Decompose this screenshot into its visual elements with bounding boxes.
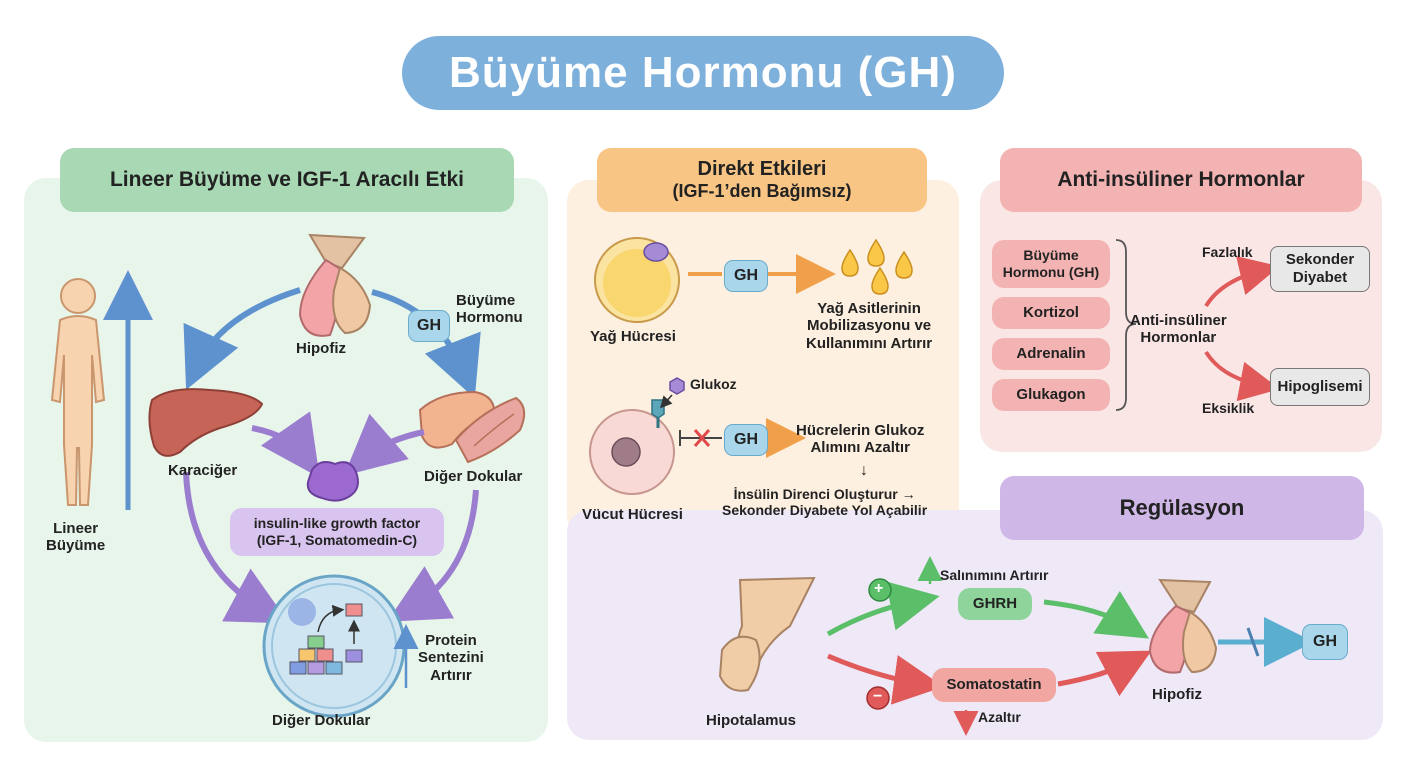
pituitary-label: Hipofiz — [296, 340, 346, 357]
tissues-to-cell-arrow — [387, 489, 479, 622]
insulin-line1: İnsülin Direnci Oluşturur → — [733, 486, 916, 502]
igf-section-header: Lineer Büyüme ve IGF-1 Aracılı Etki — [60, 148, 514, 212]
ghrh-pill: GHRH — [958, 588, 1032, 620]
glucose-effect-label: Hücrelerin Glukoz Alımını Azaltır — [796, 422, 924, 457]
linear-line1: Lineer — [53, 520, 99, 537]
liver-label: Karaciğer — [168, 462, 238, 479]
glucose-label: Glukoz — [690, 376, 737, 392]
regulation-pituitary-label: Hipofiz — [1152, 686, 1202, 703]
deficiency-arrow — [1204, 350, 1280, 402]
fat-effect-line1: Yağ Asitlerinin — [817, 300, 921, 317]
protein-line1: Protein — [425, 632, 477, 649]
direct-effects-header: Direkt Etkileri (IGF-1’den Bağımsız) — [597, 148, 927, 212]
gh-inhibition-slash — [1246, 627, 1260, 657]
hormone-cortisol: Kortizol — [992, 297, 1110, 329]
somatostatin-to-pituitary-arrow — [1057, 650, 1152, 697]
linear-growth-label: Lineer Büyüme — [46, 520, 105, 555]
regulation-pituitary-icon — [1148, 578, 1218, 674]
down-arrow-glyph: ↓ — [860, 462, 868, 479]
plus-sign: + — [874, 580, 884, 597]
anti-insulin-header: Anti-insüliner Hormonlar — [1000, 148, 1362, 212]
excess-label: Fazlalık — [1202, 244, 1253, 260]
minus-circle-icon — [866, 686, 890, 710]
glucose-effect-line1: Hücrelerin Glukoz — [796, 422, 925, 439]
direct-effects-header-line2: (IGF-1’den Bağımsız) — [672, 181, 852, 202]
hypothalamus-icon — [718, 576, 816, 692]
plus-circle-icon — [868, 578, 892, 602]
excess-result-line2: Diyabet — [1292, 269, 1348, 286]
cell-other-tissues-label: Diğer Dokular — [272, 712, 371, 729]
fatty-acid-droplets-icon — [841, 238, 913, 295]
liver-icon — [148, 388, 264, 457]
protein-synthesis-cell-icon — [262, 574, 406, 718]
excess-result-line1: Sekonder — [1285, 251, 1355, 268]
glucose-icon — [669, 377, 685, 395]
main-title: Büyüme Hormonu (GH) — [402, 36, 1004, 110]
fat-effect-label: Yağ Asitlerinin Mobilizasyonu ve Kullanı… — [806, 300, 932, 352]
pituitary-icon — [298, 233, 372, 337]
body-cell-icon — [589, 399, 675, 495]
somatostatin-arrow — [827, 653, 944, 705]
glucose-entry-arrow — [659, 394, 673, 409]
fat-cell-icon — [594, 237, 680, 323]
igf-label: insulin-like growth factor (IGF-1, Somat… — [230, 508, 444, 556]
direct-effects-header-line1: Direkt Etkileri — [697, 158, 827, 181]
glucose-effect-line2: Alımını Azaltır — [810, 439, 910, 457]
human-body-icon — [50, 278, 106, 506]
hormones-brace — [1115, 239, 1137, 411]
gh-badge: GH — [408, 310, 450, 342]
anti-insulin-group-label: Anti-insüliner Hormonlar — [1130, 312, 1227, 347]
igf-line2: (IGF-1, Somatomedin-C) — [256, 532, 418, 548]
body-cell-label: Vücut Hücresi — [582, 506, 683, 523]
liver-to-igf-arrow — [251, 411, 320, 478]
somatostatin-pill: Somatostatin — [932, 668, 1056, 702]
fat-cell-label: Yağ Hücresi — [590, 328, 676, 345]
igf-molecule-icon — [306, 461, 359, 502]
insulin-line2: Sekonder Diyabete Yol Açabilir — [722, 502, 928, 519]
other-tissues-icon — [418, 390, 526, 464]
ghrh-to-pituitary-arrow — [1043, 590, 1149, 639]
decrease-label: Azaltır — [978, 709, 1021, 725]
secondary-diabetes-box: Sekonder Diyabet — [1270, 246, 1370, 292]
block-x-icon — [693, 429, 711, 447]
deficiency-label: Eksiklik — [1202, 400, 1255, 416]
fat-effect-line3: Kullanımını Artırır — [806, 334, 933, 352]
protein-synthesis-label: Protein Sentezini Artırır — [418, 632, 484, 684]
gh-name-line2: Hormonu — [456, 309, 523, 327]
minus-sign: − — [873, 688, 883, 705]
group-line1: Anti-insüliner — [1130, 312, 1227, 329]
gh-name-line1: Büyüme — [456, 292, 516, 309]
liver-to-cell-arrow — [183, 471, 290, 624]
gh-to-liver-arrow — [183, 287, 301, 390]
increase-label: Salınımını Artırır — [940, 567, 1049, 583]
tissues-to-igf-arrow — [343, 413, 425, 476]
linear-line2: Büyüme — [46, 537, 106, 555]
other-tissues-label: Diğer Dokular — [424, 468, 523, 485]
hypothalamus-label: Hipotalamus — [706, 712, 797, 729]
fat-effect-line2: Mobilizasyonu ve — [806, 317, 932, 335]
group-line2: Hormonlar — [1140, 329, 1217, 347]
gh-badge-fat: GH — [724, 260, 768, 292]
hormone-glucagon: Glukagon — [992, 379, 1110, 411]
insulin-resistance-label: İnsülin Direnci Oluşturur → Sekonder Diy… — [722, 486, 927, 518]
igf-line1: insulin-like growth factor — [253, 515, 421, 532]
hormone-gh: Büyüme Hormonu (GH) — [992, 240, 1110, 288]
gh-name-label: Büyüme Hormonu — [456, 292, 523, 327]
gh-badge-glucose: GH — [724, 424, 768, 456]
ghrh-arrow — [826, 581, 940, 637]
excess-arrow — [1204, 256, 1280, 308]
protein-line2: Sentezini — [418, 649, 484, 667]
hypoglycemia-box: Hipoglisemi — [1270, 368, 1370, 406]
hormone-adrenaline: Adrenalin — [992, 338, 1110, 370]
regulation-header: Regülasyon — [1000, 476, 1364, 540]
regulation-gh-badge: GH — [1302, 624, 1348, 660]
protein-line3: Artırır — [430, 666, 472, 684]
